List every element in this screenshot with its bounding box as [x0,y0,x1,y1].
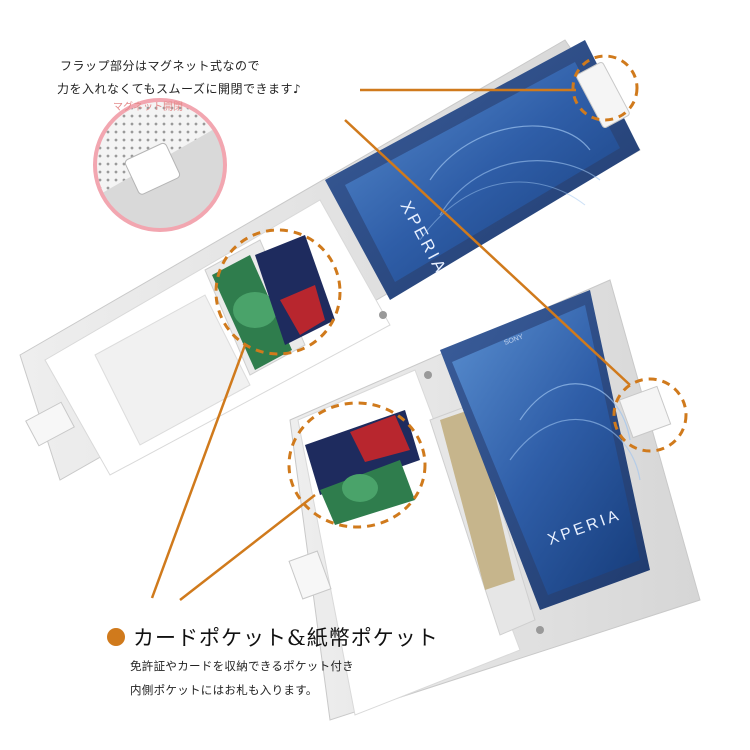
highlight-circles [214,54,688,529]
feature-title: カードポケット&紙幣ポケット [133,626,439,650]
feature-desc-2: 内側ポケットにはお札も入ります。 [130,683,318,697]
callout-line-2: 力を入れなくてもスムーズに開閉できます♪ [57,82,302,96]
magnet-closeup [93,98,227,232]
magnet-label: マグネット開閉 [113,102,183,113]
callout-line-1: フラップ部分はマグネット式なので [60,59,261,73]
wallet-case-open: XPERIA SONY [288,279,701,721]
leader-lines [150,88,631,601]
feature-desc-1: 免許証やカードを収納できるポケット付き [130,659,354,673]
feature-bullet [107,628,125,646]
